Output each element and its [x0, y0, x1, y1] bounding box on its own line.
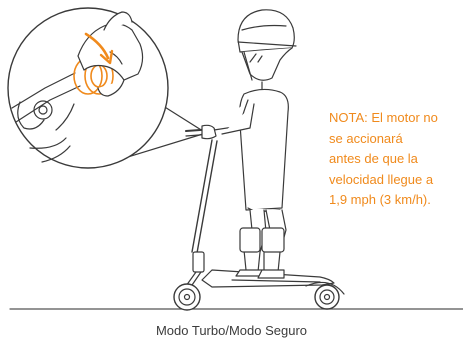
curved-arrow-icon — [84, 32, 110, 60]
front-wheel — [173, 283, 201, 311]
hand-icon — [77, 11, 144, 97]
mode-caption: Modo Turbo/Modo Seguro — [155, 323, 308, 338]
throttle-detail-circle — [7, 7, 169, 169]
rider-figure — [201, 9, 297, 279]
handlebar-detail — [11, 72, 81, 163]
note-line-3: antes de que la — [329, 151, 418, 166]
note-line-2: se accionará — [329, 130, 403, 146]
note-line-5: 1,9 mph (3 km/h). — [329, 192, 431, 207]
note-line-1: NOTA: El motor no — [329, 110, 438, 125]
helmet — [237, 9, 295, 53]
motor-note: NOTA: El motor no se accionará antes de … — [329, 108, 463, 211]
note-line-4: velocidad llegue a — [329, 171, 434, 187]
rear-wheel — [314, 284, 340, 310]
zoom-connector — [117, 103, 207, 161]
